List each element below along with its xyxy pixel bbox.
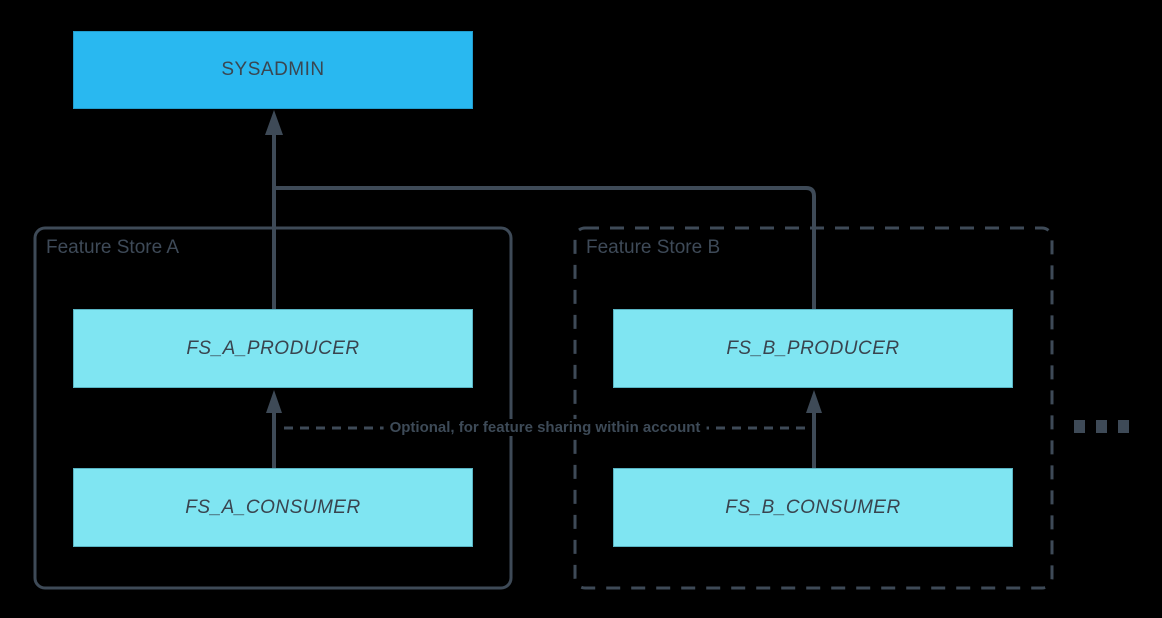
- feature-store-a-title: Feature Store A: [46, 237, 180, 258]
- fsa-consumer-box: FS_A_CONSUMER: [73, 468, 473, 547]
- ellipsis-icon: [1074, 420, 1129, 433]
- ellipsis-dot: [1074, 420, 1085, 433]
- sysadmin-box: SYSADMIN: [73, 31, 473, 109]
- arrowhead-sysadmin: [265, 110, 283, 135]
- fsb-consumer-label: FS_B_CONSUMER: [725, 496, 901, 518]
- arrowhead-fsa-producer: [266, 390, 282, 413]
- arrow-fsb-producer-to-sysadmin: [276, 186, 816, 309]
- fsa-producer-label: FS_A_PRODUCER: [186, 337, 360, 359]
- feature-store-b-title: Feature Store B: [586, 237, 721, 258]
- ellipsis-dot: [1118, 420, 1129, 433]
- sysadmin-label: SYSADMIN: [221, 59, 325, 80]
- fsb-consumer-box: FS_B_CONSUMER: [613, 468, 1013, 547]
- fsa-producer-box: FS_A_PRODUCER: [73, 309, 473, 388]
- optional-sharing-note: Optional, for feature sharing within acc…: [383, 419, 707, 436]
- fsb-producer-label: FS_B_PRODUCER: [726, 337, 900, 359]
- ellipsis-dot: [1096, 420, 1107, 433]
- fsb-producer-box: FS_B_PRODUCER: [613, 309, 1013, 388]
- fsa-consumer-label: FS_A_CONSUMER: [185, 496, 361, 518]
- arrowhead-fsb-producer: [806, 390, 822, 413]
